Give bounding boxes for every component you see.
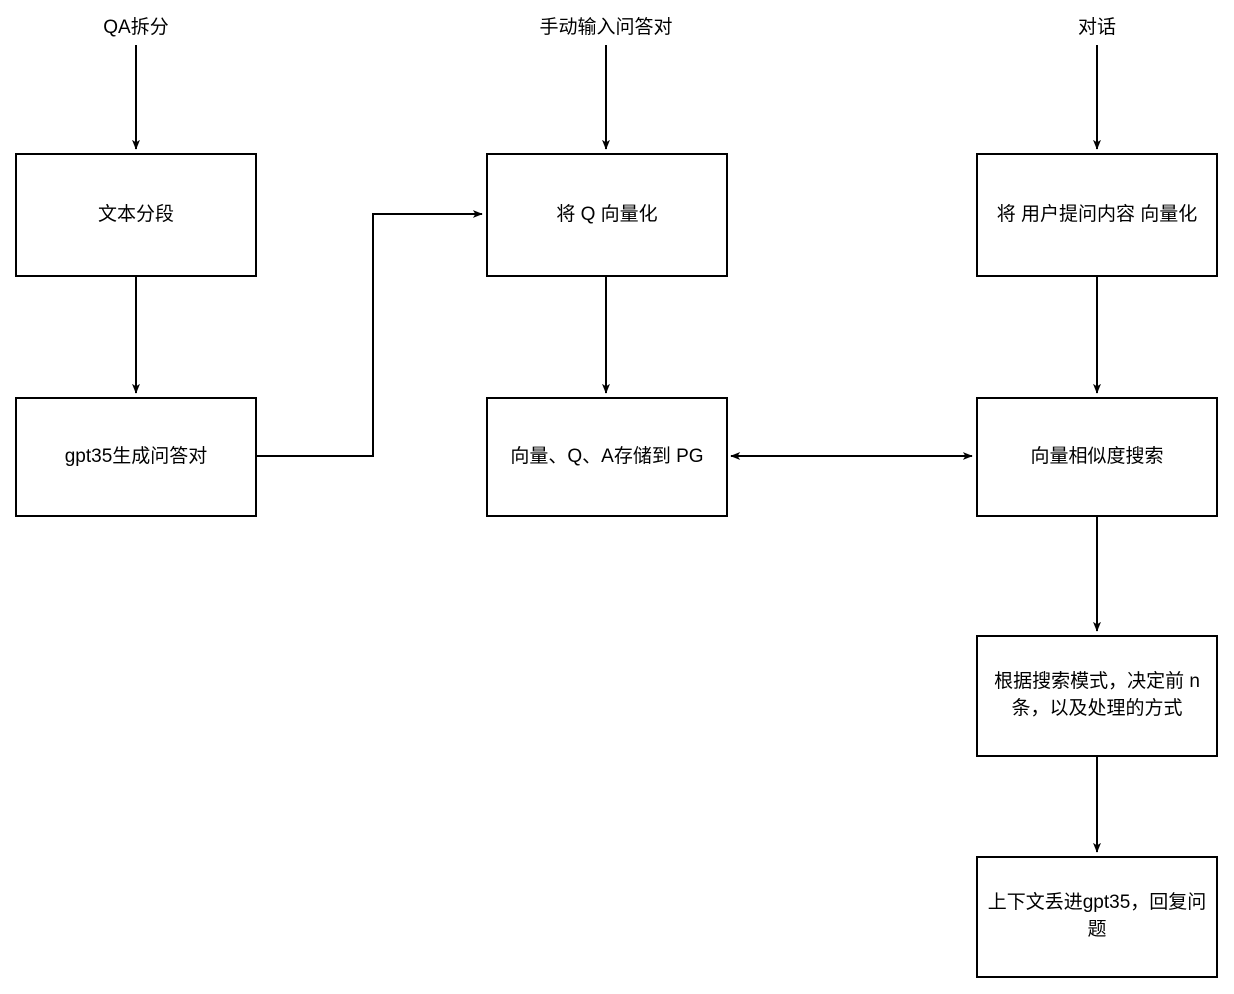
node-label-store-to-pg: 向量、Q、A存储到 PG <box>510 445 704 467</box>
node-label-text-segmentation: 文本分段 <box>97 203 174 225</box>
connector-gpt35-to-vectorize-q <box>257 210 483 457</box>
node-gpt35-generate-qa[interactable]: gpt35生成问答对 <box>15 397 257 517</box>
flow-label-conversation: 对话 <box>1077 17 1117 38</box>
node-label-context-to-gpt35: 上下文丢进gpt35，回复问题 <box>987 892 1207 940</box>
node-similarity-search[interactable]: 向量相似度搜索 <box>976 397 1218 517</box>
node-label-gpt35-generate-qa: gpt35生成问答对 <box>64 445 208 467</box>
node-label-vectorize-question: 将 用户提问内容 向量化 <box>996 203 1198 225</box>
node-label-vectorize-q: 将 Q 向量化 <box>556 203 658 225</box>
node-label-similarity-search: 向量相似度搜索 <box>1030 445 1164 467</box>
node-vectorize-q[interactable]: 将 Q 向量化 <box>486 153 728 277</box>
node-vectorize-question[interactable]: 将 用户提问内容 向量化 <box>976 153 1218 277</box>
node-label-decide-top-n: 根据搜索模式，决定前 n 条，以及处理的方式 <box>994 671 1200 719</box>
flow-label-manual-input: 手动输入问答对 <box>539 17 673 38</box>
flow-label-qa-split: QA拆分 <box>103 17 169 38</box>
node-text-segmentation[interactable]: 文本分段 <box>15 153 257 277</box>
node-store-to-pg[interactable]: 向量、Q、A存储到 PG <box>486 397 728 517</box>
node-context-to-gpt35[interactable]: 上下文丢进gpt35，回复问题 <box>976 856 1218 978</box>
node-decide-top-n[interactable]: 根据搜索模式，决定前 n 条，以及处理的方式 <box>976 635 1218 757</box>
